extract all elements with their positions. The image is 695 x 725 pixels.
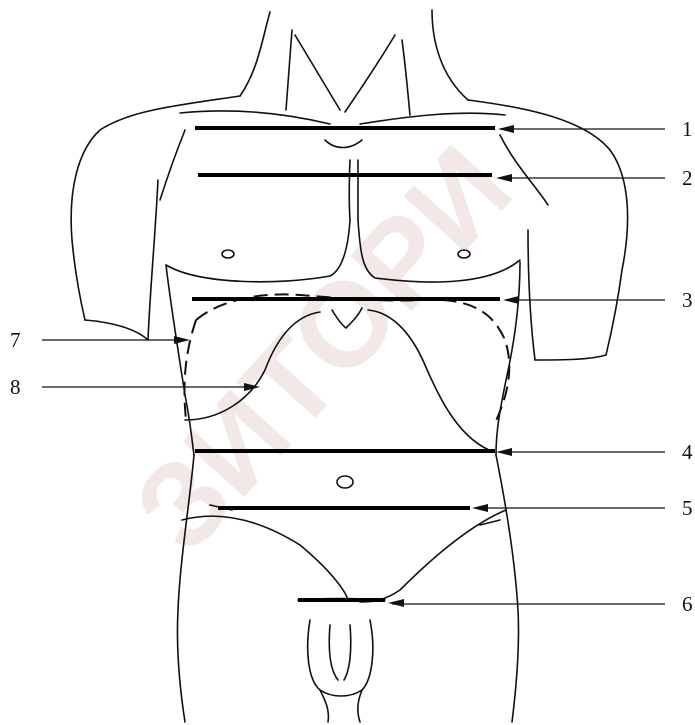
label-8: 8 xyxy=(10,375,21,399)
arrowhead-4 xyxy=(496,448,512,456)
arrowhead-6 xyxy=(388,599,404,607)
label-4: 4 xyxy=(682,440,693,464)
label-1: 1 xyxy=(682,117,693,141)
label-2: 2 xyxy=(682,166,693,190)
label-7: 7 xyxy=(10,328,21,352)
label-5: 5 xyxy=(682,496,693,520)
arrowhead-1 xyxy=(498,125,514,133)
arrowhead-3 xyxy=(503,296,519,304)
label-3: 3 xyxy=(682,288,693,312)
label-6: 6 xyxy=(682,592,693,616)
arrowhead-5 xyxy=(472,504,488,512)
arrowhead-7 xyxy=(174,336,190,344)
